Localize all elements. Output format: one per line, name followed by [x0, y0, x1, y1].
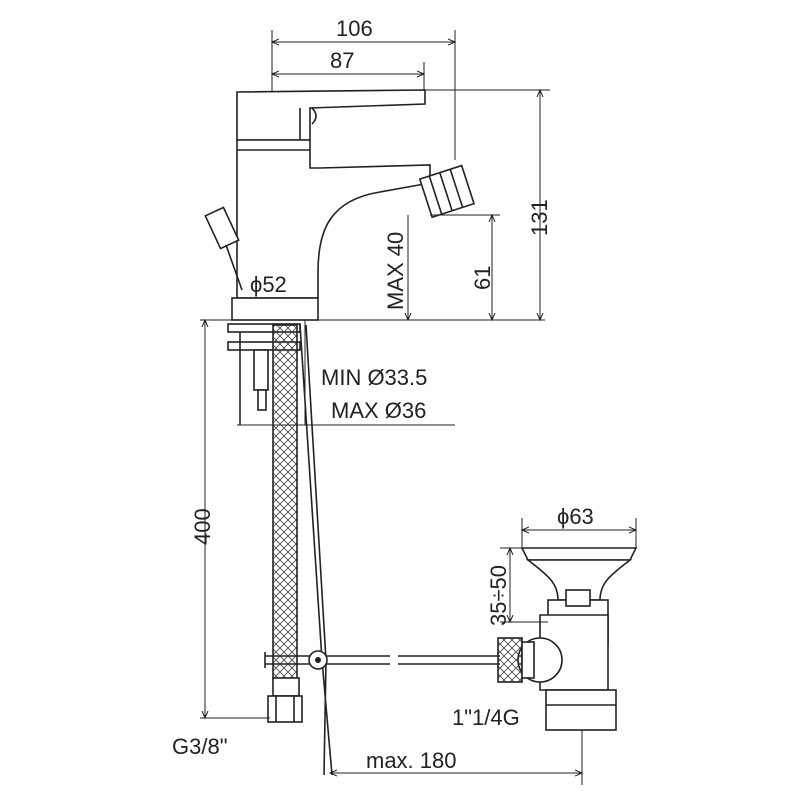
waste-thread-label: 1"1/4G	[452, 705, 520, 730]
dim-max-rod: max. 180	[330, 730, 582, 785]
base-diameter-label: ϕ52	[250, 272, 287, 297]
pop-up-rod	[264, 324, 500, 776]
dim-spout-height: 61	[470, 215, 495, 320]
waste-drain	[497, 547, 638, 731]
dim-overall-width: 106	[272, 16, 455, 160]
dim-max-deck: MAX 40	[383, 215, 408, 320]
svg-text:35÷50: 35÷50	[486, 565, 511, 626]
min-hole-label: MIN Ø33.5	[321, 365, 427, 390]
svg-text:400: 400	[190, 508, 215, 545]
svg-text:ϕ63: ϕ63	[557, 504, 594, 529]
max-hole-label: MAX Ø36	[331, 398, 426, 423]
fixing-kit	[227, 323, 301, 425]
faucet-body	[204, 89, 550, 321]
flexible-hose	[267, 324, 303, 723]
svg-text:131: 131	[527, 199, 552, 236]
svg-text:87: 87	[330, 48, 354, 73]
dim-waste-diameter: ϕ63	[522, 504, 636, 548]
dim-overall-height: 131	[527, 90, 552, 320]
svg-text:61: 61	[470, 266, 495, 290]
hose-thread-label: G3/8"	[172, 734, 228, 759]
dim-lever-width: 87	[272, 48, 424, 92]
dim-waste-range: 35÷50	[486, 548, 548, 626]
dim-hose-length: 400	[190, 320, 270, 718]
svg-text:max. 180: max. 180	[366, 748, 457, 773]
svg-text:106: 106	[336, 16, 373, 41]
svg-text:MAX 40: MAX 40	[383, 232, 408, 310]
